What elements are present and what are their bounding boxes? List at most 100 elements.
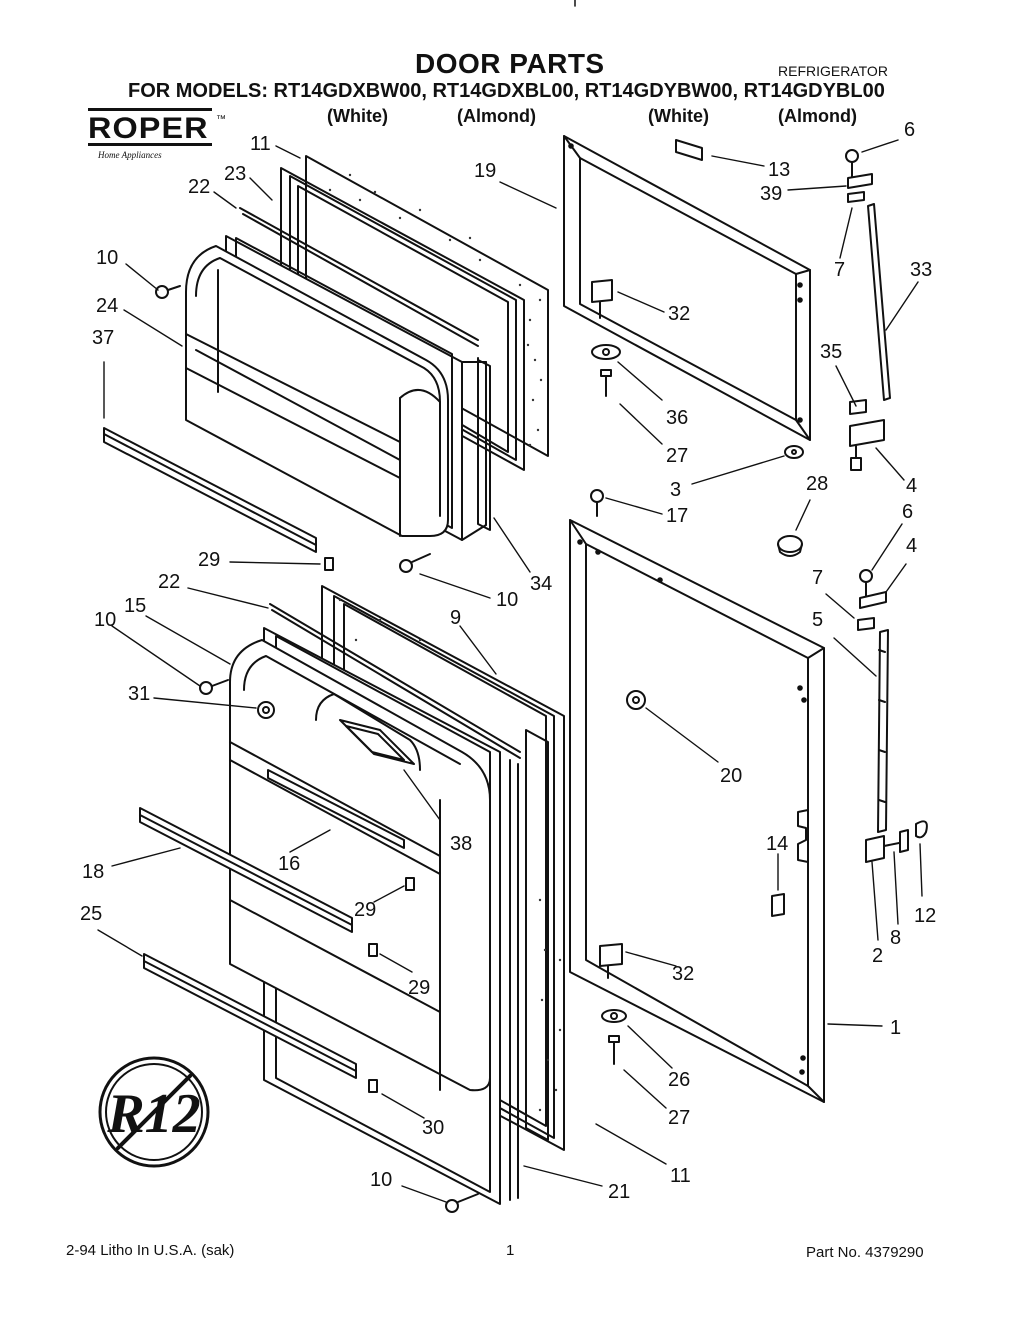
callout-10-d: 10 bbox=[370, 1169, 392, 1191]
page-number: 1 bbox=[506, 1242, 515, 1259]
top-hinge-assembly bbox=[845, 149, 873, 203]
callout-30: 30 bbox=[422, 1117, 444, 1139]
r12-refrigerant-badge: R12 bbox=[98, 1056, 210, 1168]
shelf-clip-upper bbox=[324, 557, 334, 571]
fresh-food-outer-door bbox=[569, 519, 825, 1103]
brand-trademark: ™ bbox=[216, 114, 226, 125]
callout-1: 1 bbox=[890, 1017, 901, 1039]
color-label-3: (White) bbox=[648, 106, 709, 126]
hinge-hole-cap bbox=[777, 535, 803, 557]
callout-38: 38 bbox=[450, 833, 472, 855]
callout-27-top: 27 bbox=[666, 445, 688, 467]
fresh-food-foam-insulation bbox=[338, 598, 562, 1112]
callout-22-top: 22 bbox=[188, 176, 210, 198]
callout-5: 5 bbox=[812, 609, 823, 631]
freezer-door-foam-insulation bbox=[328, 173, 543, 447]
callout-39: 39 bbox=[760, 183, 782, 205]
door-stop-screw-upper bbox=[600, 369, 612, 397]
color-label-1: (White) bbox=[327, 106, 388, 126]
shelf-clip-lower bbox=[368, 943, 378, 957]
callout-12: 12 bbox=[914, 905, 936, 927]
callout-leaders bbox=[97, 139, 923, 1203]
door-stop-bracket-upper bbox=[591, 279, 613, 319]
callout-36: 36 bbox=[666, 407, 688, 429]
brand-logo-rule-top bbox=[88, 108, 212, 111]
callout-26: 26 bbox=[668, 1069, 690, 1091]
door-shelf-bar-lower bbox=[143, 953, 357, 1079]
fresh-food-gasket-strip bbox=[269, 603, 521, 759]
callout-28: 28 bbox=[806, 473, 828, 495]
nameplate-badge bbox=[675, 139, 703, 161]
callout-4-mid: 4 bbox=[906, 535, 917, 557]
freezer-outer-door bbox=[563, 135, 811, 441]
callout-4-top: 4 bbox=[906, 475, 917, 497]
door-stop-bracket-lower bbox=[599, 943, 623, 979]
freezer-screw-upper bbox=[155, 285, 181, 299]
color-label-2: (Almond) bbox=[457, 106, 536, 126]
callout-8: 8 bbox=[890, 927, 901, 949]
callout-3: 3 bbox=[670, 479, 681, 501]
freezer-gasket-strip bbox=[239, 207, 479, 347]
bottom-hinge-assembly bbox=[865, 820, 928, 863]
freezer-side-strip bbox=[477, 359, 491, 531]
freezer-handle-bar bbox=[867, 203, 891, 401]
callout-numbers: 11 23 22 10 24 37 19 13 6 39 7 33 32 35 … bbox=[80, 119, 936, 1203]
callout-33: 33 bbox=[910, 259, 932, 281]
color-label-4: (Almond) bbox=[778, 106, 857, 126]
callout-29-mid: 29 bbox=[354, 899, 376, 921]
callout-35: 35 bbox=[820, 341, 842, 363]
callout-23: 23 bbox=[224, 163, 246, 185]
shelf-clip-middle bbox=[405, 877, 415, 891]
print-info: 2-94 Litho In U.S.A. (sak) bbox=[66, 1242, 235, 1259]
door-switch-actuator bbox=[771, 893, 785, 917]
door-plug-button bbox=[626, 690, 646, 710]
callout-10-a: 10 bbox=[96, 247, 118, 269]
callout-21: 21 bbox=[608, 1181, 630, 1203]
center-hinge-assembly bbox=[849, 399, 885, 471]
fresh-food-shelf-insert bbox=[229, 639, 491, 1092]
callout-22-mid: 22 bbox=[158, 571, 180, 593]
door-stop-washer-lower bbox=[601, 1009, 627, 1023]
callout-29-top: 29 bbox=[198, 549, 220, 571]
callout-34: 34 bbox=[530, 573, 552, 595]
callout-6-top: 6 bbox=[904, 119, 915, 141]
freezer-shelf-insert bbox=[185, 245, 449, 537]
callout-7-mid: 7 bbox=[812, 567, 823, 589]
fresh-food-screw-upper bbox=[199, 679, 229, 695]
callout-10-b: 10 bbox=[496, 589, 518, 611]
callout-10-c: 10 bbox=[94, 609, 116, 631]
part-number: Part No. 4379290 bbox=[806, 1244, 924, 1261]
callout-25: 25 bbox=[80, 903, 102, 925]
freezer-screw-lower bbox=[399, 553, 431, 573]
callout-29-low: 29 bbox=[408, 977, 430, 999]
callout-19: 19 bbox=[474, 160, 496, 182]
shelf-clip-bottom bbox=[368, 1079, 378, 1093]
dairy-door-button bbox=[257, 701, 275, 719]
callout-37: 37 bbox=[92, 327, 114, 349]
callout-13: 13 bbox=[768, 159, 790, 181]
product-category: REFRIGERATOR bbox=[778, 63, 888, 79]
model-numbers: FOR MODELS: RT14GDXBW00, RT14GDXBL00, RT… bbox=[128, 80, 885, 102]
callout-11-top: 11 bbox=[250, 133, 271, 155]
door-stop-washer-upper bbox=[591, 344, 621, 360]
callout-9: 9 bbox=[450, 607, 461, 629]
callout-27-bottom: 27 bbox=[668, 1107, 690, 1129]
door-stop-screw-lower bbox=[608, 1035, 620, 1065]
callout-14: 14 bbox=[766, 833, 788, 855]
callout-20: 20 bbox=[720, 765, 742, 787]
callout-11-bottom: 11 bbox=[670, 1165, 691, 1187]
callout-32-top: 32 bbox=[668, 303, 690, 325]
fresh-food-handle-bar bbox=[877, 629, 889, 833]
dairy-compartment-tray bbox=[339, 719, 415, 765]
callout-17: 17 bbox=[666, 505, 688, 527]
callout-32-bottom: 32 bbox=[672, 963, 694, 985]
callout-15: 15 bbox=[124, 595, 146, 617]
freezer-shelf-bar bbox=[103, 427, 317, 553]
callout-16: 16 bbox=[278, 853, 300, 875]
hinge-spacer bbox=[784, 445, 804, 459]
callout-18: 18 bbox=[82, 861, 104, 883]
freezer-door-gasket bbox=[280, 155, 549, 471]
door-stop-screw-top bbox=[590, 489, 604, 517]
